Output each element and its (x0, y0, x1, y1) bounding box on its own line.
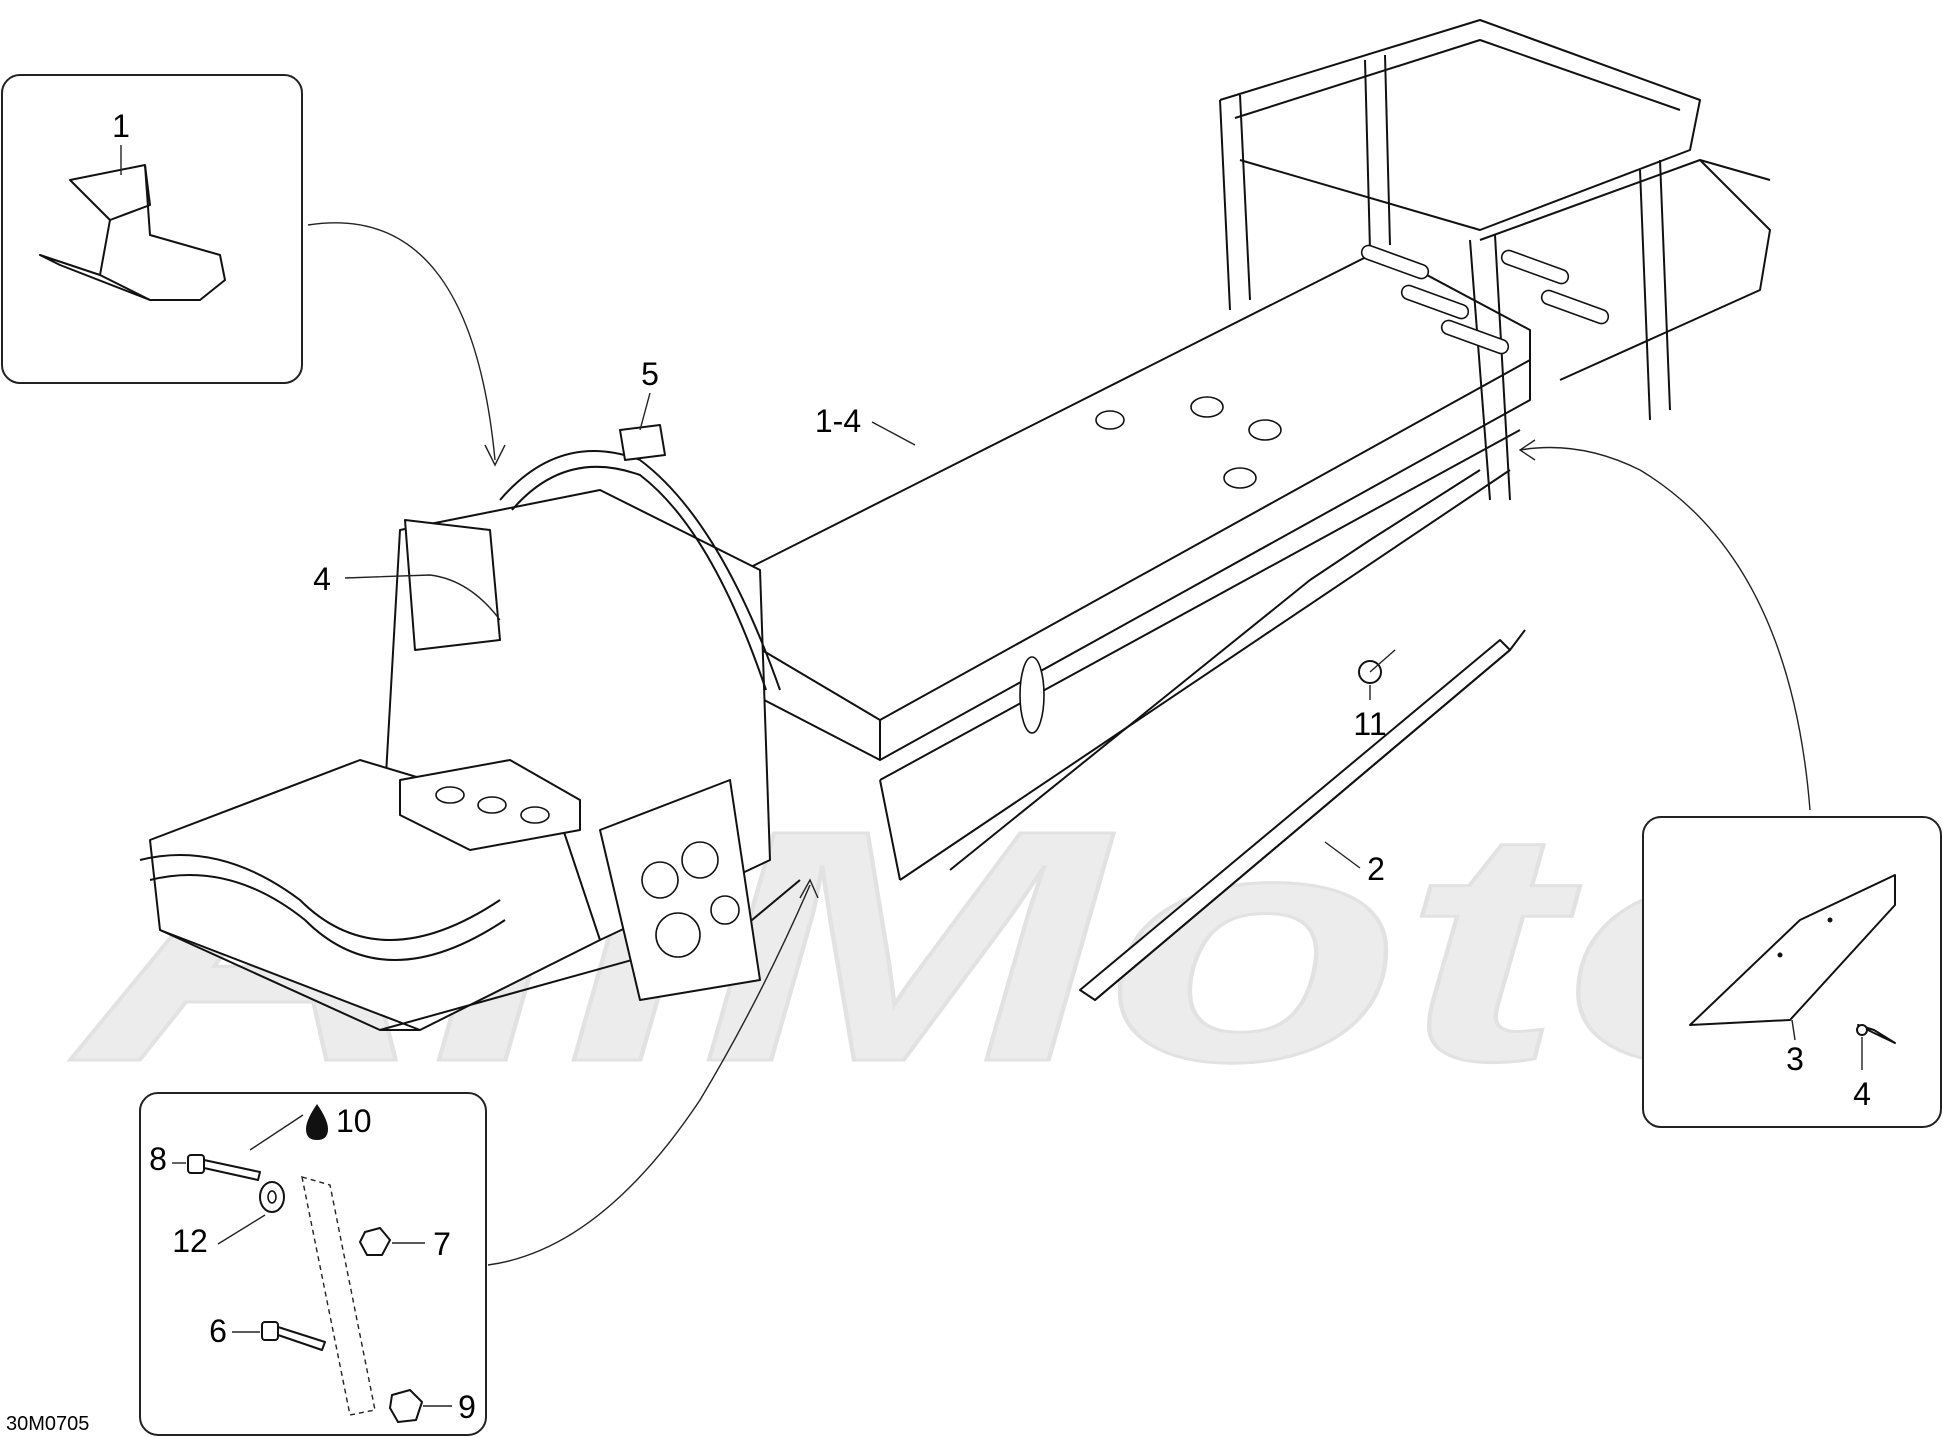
inset-bottom: 10 8 12 7 6 9 (139, 1092, 487, 1436)
inset-top-left: 1 (1, 74, 303, 384)
inset-top-left-callout: 1 (112, 108, 130, 144)
callout-11: 11 (1353, 706, 1386, 742)
main-callouts: 5 1-4 4 11 2 (313, 356, 1387, 887)
inset-right-callout-3: 3 (1786, 1041, 1804, 1077)
plug-part (1358, 649, 1396, 684)
callout-2: 2 (1367, 851, 1385, 887)
callout-4-main: 4 (313, 561, 331, 597)
inset-bottom-callout-7: 7 (433, 1226, 451, 1262)
callout-5: 5 (641, 356, 659, 392)
leader-bottom-inset (487, 884, 811, 1266)
frame-assembly (139, 19, 1771, 1031)
inset-right: 3 4 (1642, 816, 1942, 1128)
drawing-code: 30M0705 (6, 1413, 89, 1435)
callout-frame: 1-4 (815, 403, 861, 439)
inset-bottom-callout-6: 6 (209, 1313, 227, 1349)
inset-right-callout-4: 4 (1853, 1076, 1871, 1112)
leader-right-inset (1519, 446, 1811, 811)
inset-bottom-callout-10: 10 (336, 1103, 372, 1139)
inset-bottom-callout-12: 12 (172, 1223, 208, 1259)
leader-inset1 (307, 222, 496, 461)
inset-bottom-callout-9: 9 (458, 1389, 476, 1425)
inset-bottom-callout-8: 8 (149, 1141, 167, 1177)
drop-icon (306, 1104, 328, 1140)
